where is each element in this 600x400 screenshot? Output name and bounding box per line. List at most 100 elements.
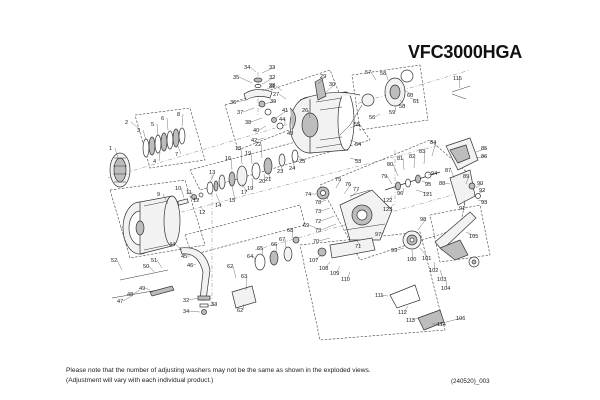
part-number-label: 15 [229, 198, 235, 204]
part-number-label: 102 [429, 268, 438, 274]
part-number-label: 48 [127, 292, 133, 298]
spool-collar-parts [206, 180, 219, 195]
callout-79: 79 [381, 174, 393, 185]
part-number-label: 91 [459, 206, 465, 212]
part-number-label: 30 [329, 82, 335, 88]
part-number-label: 34 [183, 309, 189, 315]
leader-line [252, 255, 257, 263]
leader-line [409, 97, 420, 102]
part-number-label: 23 [277, 169, 283, 175]
leader-line [403, 89, 414, 96]
part-number-label: 66 [271, 242, 277, 248]
part-number-label: 41 [282, 108, 288, 114]
side-cover-part [445, 137, 479, 171]
callout-55: 55 [349, 122, 360, 129]
leader-line [411, 317, 419, 321]
part-number-label: 45 [181, 254, 187, 260]
part-number-label: 1 [109, 146, 112, 152]
part-number-label: 71 [355, 244, 361, 250]
part-number-label: 49 [139, 286, 145, 292]
leader-line [335, 178, 342, 189]
leader-line [380, 231, 385, 235]
part-number-label: 54 [355, 142, 361, 148]
leader-line [250, 152, 253, 165]
part-number-label: 10 [175, 186, 181, 192]
part-number-label: 12 [193, 198, 199, 204]
part-number-label: 32 [269, 75, 275, 81]
part-number-label: 20 [259, 179, 265, 185]
callout-74: 74 [305, 192, 316, 198]
rotor-top-box [224, 69, 346, 151]
leader-line [291, 229, 294, 239]
part-number-label: 78 [315, 200, 321, 206]
leader-line [385, 72, 389, 81]
callout-1: 1 [109, 146, 119, 159]
document-code: (240520)_003 [451, 378, 490, 385]
callout-72: 72 [315, 215, 335, 225]
part-number-label: 108 [319, 266, 328, 272]
callout-6: 6 [161, 116, 169, 131]
callout-101: 101 [419, 247, 431, 262]
callout-30: 30 [325, 82, 335, 93]
callout-93: 93 [477, 199, 487, 206]
callout-80: 80 [387, 162, 399, 177]
callout-83: 83 [419, 149, 425, 165]
part-number-label: 73 [315, 228, 321, 234]
callout-87: 87 [445, 168, 455, 179]
leader-line [122, 295, 133, 302]
drag-knob-part [109, 152, 131, 188]
part-number-label: 68 [287, 228, 293, 234]
callout-59: 59 [389, 105, 397, 116]
part-number-label: 19 [245, 151, 251, 157]
leader-line [130, 121, 139, 129]
part-number-label: 88 [439, 181, 445, 187]
callout-62a: 62 [227, 264, 237, 279]
part-number-label: 50 [143, 264, 149, 270]
part-number-label: 52 [111, 258, 117, 264]
part-number-label: 115 [453, 76, 462, 82]
callout-62b: 62 [237, 303, 245, 314]
part-number-label: 3 [137, 128, 140, 134]
part-number-label: 26 [302, 108, 308, 114]
callout-58a: 58 [380, 71, 389, 81]
callout-48: 48 [127, 289, 141, 298]
leader-line [355, 239, 362, 247]
handle-part [434, 211, 480, 268]
bail-box [351, 64, 429, 131]
leader-line [114, 147, 119, 159]
leader-line [144, 287, 151, 291]
leader-line [156, 259, 163, 269]
part-number-label: 11 [186, 190, 192, 196]
leader-line [320, 207, 331, 212]
callout-17: 17 [241, 183, 247, 196]
leader-line [261, 76, 276, 85]
callout-122: 122 [383, 195, 392, 204]
leader-line [320, 215, 335, 222]
footnote-line-2: (Adjustment will vary with each individu… [66, 377, 214, 384]
leader-line [465, 175, 470, 185]
callout-45: 45 [181, 254, 190, 260]
callout-31: 31 [261, 84, 275, 92]
callout-92: 92 [477, 188, 485, 195]
leader-line [181, 113, 184, 127]
leader-line [188, 310, 201, 313]
callout-103: 103 [437, 269, 446, 283]
part-number-label: 21 [265, 177, 271, 183]
callout-96: 96 [397, 187, 405, 197]
callout-19b: 19 [247, 177, 253, 192]
leader-line [343, 183, 352, 195]
drag-washers-part [142, 127, 186, 158]
part-number-label: 98 [420, 217, 426, 223]
small-spring-part [451, 85, 471, 100]
part-number-label: 29 [320, 74, 326, 80]
part-number-label: 44 [279, 117, 285, 123]
leader-line [386, 175, 393, 185]
leader-line [258, 125, 267, 131]
part-number-label: 73 [315, 209, 321, 215]
part-number-label: 2 [125, 120, 128, 126]
callout-3: 3 [137, 128, 147, 141]
leader-line [324, 261, 331, 269]
callout-2: 2 [125, 120, 139, 129]
part-number-label: 46 [187, 263, 193, 269]
callout-105: 105 [465, 231, 478, 240]
